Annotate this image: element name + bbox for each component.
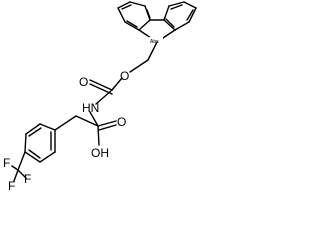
atom-nitrogen-amide: HN [82, 101, 99, 115]
atom-fluorine-bottom: F [8, 179, 15, 190]
atom-oxygen-carbonyl: O [79, 75, 88, 89]
atom-fluorine-top: F [3, 156, 10, 170]
atom-oxygen-acid-carbonyl: O [117, 115, 126, 129]
stereo-abs-label: Abs [150, 39, 159, 45]
atom-fluorine-left: F [24, 172, 31, 186]
amino-acid-backbone [54, 111, 117, 146]
chemical-structure: Abs [3, 1, 197, 190]
trifluoromethylphenyl-group [11, 123, 56, 182]
fluorenyl-group [117, 1, 197, 43]
atom-hydroxyl: OH [91, 146, 109, 160]
fmoc-linker [89, 41, 158, 105]
atom-oxygen-ester: O [120, 69, 129, 83]
